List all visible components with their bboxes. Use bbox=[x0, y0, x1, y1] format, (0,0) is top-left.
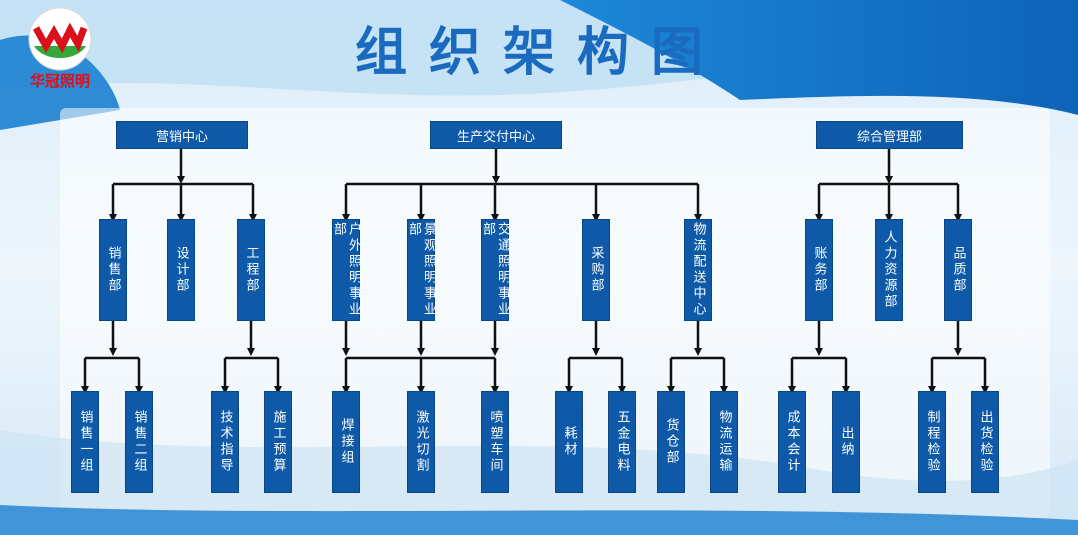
team-sales-1: 销售一组 bbox=[71, 391, 99, 493]
team-sales-2: 销售二组 bbox=[125, 391, 153, 493]
team-consumables: 耗材 bbox=[555, 391, 583, 493]
team-shipment-inspection: 出货检验 bbox=[971, 391, 999, 493]
dept-design: 设计部 bbox=[167, 219, 195, 321]
team-hardware-electrical: 五金电料 bbox=[608, 391, 636, 493]
dept-accounts: 账务部 bbox=[805, 219, 833, 321]
workshop-laser-cutting: 激光切割 bbox=[407, 391, 435, 493]
dept-quality: 品质部 bbox=[944, 219, 972, 321]
dept-sales: 销售部 bbox=[99, 219, 127, 321]
dept-hr: 人力资源部 bbox=[875, 219, 903, 321]
workshop-spray-coating: 喷塑车间 bbox=[481, 391, 509, 493]
company-logo: 华冠照明 bbox=[20, 6, 100, 96]
logo-text: 华冠照明 bbox=[29, 72, 90, 90]
logo-emblem-icon bbox=[28, 7, 92, 71]
workshop-welding: 焊接组 bbox=[332, 391, 360, 493]
dept-traffic-lighting: 交通照明事业部 bbox=[480, 219, 510, 321]
center-admin: 综合管理部 bbox=[816, 121, 963, 149]
team-process-inspection: 制程检验 bbox=[918, 391, 946, 493]
dept-landscape-lighting: 景观照明事业部 bbox=[406, 219, 436, 321]
team-cost-accounting: 成本会计 bbox=[778, 391, 806, 493]
dept-outdoor-lighting: 户外照明事业部 bbox=[331, 219, 361, 321]
page-title: 组织架构图 bbox=[354, 23, 725, 83]
center-delivery: 生产交付中心 bbox=[430, 121, 562, 149]
team-construction-budget: 施工预算 bbox=[264, 391, 292, 493]
dept-logistics: 物流配送中心 bbox=[684, 219, 712, 321]
team-tech-guidance: 技术指导 bbox=[211, 391, 239, 493]
dept-engineering: 工程部 bbox=[237, 219, 265, 321]
center-marketing: 营销中心 bbox=[116, 121, 248, 149]
team-logistics-transport: 物流运输 bbox=[710, 391, 738, 493]
team-cashier: 出纳 bbox=[832, 391, 860, 493]
dept-purchasing: 采购部 bbox=[582, 219, 610, 321]
team-warehouse: 货仓部 bbox=[657, 391, 685, 493]
